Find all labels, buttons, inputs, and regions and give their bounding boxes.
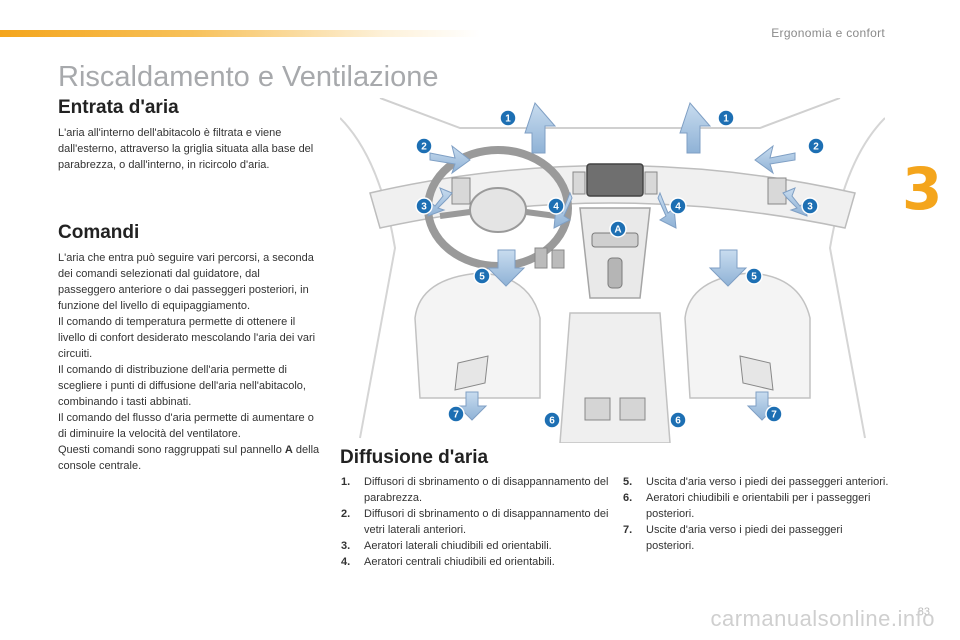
chapter-number: 3 (902, 155, 943, 223)
entrata-heading: Entrata d'aria (58, 97, 179, 118)
item-text: Aeratori laterali chiudibili ed orientab… (364, 540, 552, 552)
list-item: 2. Diffusori di sbrinamento o di disappan… (341, 506, 611, 538)
airflow-arrow (782, 187, 808, 217)
callout-badge-7: 7 (447, 405, 465, 423)
callout-badge-label: 7 (453, 410, 459, 421)
airflow-arrow (708, 249, 748, 287)
comandi-p5: Questi comandi sono raggruppati sul pann… (58, 442, 320, 474)
callout-badge-2: 2 (415, 137, 433, 155)
airflow-arrow (657, 191, 677, 229)
callout-badge-3: 3 (415, 197, 433, 215)
item-text: Uscite d'aria verso i piedi dei passegge… (646, 524, 843, 552)
callout-badge-6: 6 (543, 411, 561, 429)
comandi-heading: Comandi (58, 222, 140, 243)
item-number: 3. (341, 540, 351, 552)
comandi-text: L'aria che entra può seguire vari percor… (58, 250, 320, 474)
item-text: Diffusori di sbrinamento o di disappanna… (364, 476, 609, 504)
list-item: 3. Aeratori laterali chiudibili ed orient… (341, 538, 611, 554)
callout-badge-5: 5 (745, 267, 763, 285)
comandi-p4: Il comando del flusso d'aria permette di… (58, 412, 314, 440)
callout-badge-label: 4 (675, 202, 681, 213)
item-number: 1. (341, 476, 351, 488)
item-text: Diffusori di sbrinamento o di disappanna… (364, 508, 609, 536)
comandi-p5-post: della console centrale. (58, 444, 320, 472)
callout-badge-label: 3 (807, 202, 813, 213)
callout-badge-7: 7 (765, 405, 783, 423)
callout-badge-label: 5 (751, 272, 757, 283)
item-number: 2. (341, 508, 351, 520)
comandi-p5-bold: A (284, 444, 293, 456)
diffusione-heading: Diffusione d'aria (340, 447, 489, 468)
callout-badge-label: 4 (553, 202, 559, 213)
item-number: 4. (341, 556, 351, 568)
comandi-p1: L'aria che entra può seguire vari percor… (58, 252, 314, 312)
item-number: 7. (623, 524, 633, 536)
list-item: 4. Aeratori centrali chiudibili ed orient… (341, 554, 611, 570)
list-item: 7. Uscite d'aria verso i piedi dei passeg… (623, 522, 893, 554)
callout-badge-label: 1 (723, 114, 729, 125)
list-item: 6. Aeratori chiudibili e orientabili per … (623, 490, 893, 522)
list-item: 1. Diffusori di sbrinamento o di disappan… (341, 474, 611, 506)
callout-badge-6: 6 (669, 411, 687, 429)
diffusione-list-right: 5. Uscita d'aria verso i piedi dei passeg… (623, 474, 893, 554)
airflow-arrow (754, 144, 796, 175)
page-number: 83 (917, 606, 930, 618)
page-title: Riscaldamento e Ventilazione (58, 61, 439, 93)
callout-badge-label: 2 (421, 142, 427, 153)
callout-badge-3: 3 (801, 197, 819, 215)
header-accent-bar (0, 30, 480, 37)
callout-badge-A: A (609, 220, 627, 238)
entrata-text: L'aria all'interno dell'abitacolo è filt… (58, 127, 314, 171)
callout-badge-1: 1 (499, 109, 517, 127)
callout-badge-4: 4 (547, 197, 565, 215)
callout-badge-label: 5 (479, 272, 485, 283)
airflow-arrow (429, 144, 471, 175)
callout-badge-label: 3 (421, 202, 427, 213)
callout-badge-label: 6 (675, 416, 681, 427)
airflow-arrow (679, 102, 712, 154)
callout-badge-4: 4 (669, 197, 687, 215)
dashboard-illustration: 1 1 2 2 3 3 4 4 5 5 6 6 7 7 A (340, 98, 885, 443)
watermark: carmanualsonline.info (710, 606, 935, 631)
item-number: 5. (623, 476, 633, 488)
callout-badge-label: 2 (813, 142, 819, 153)
item-text: Aeratori chiudibili e orientabili per i … (646, 492, 871, 520)
airflow-arrow (456, 391, 488, 421)
comandi-p2: Il comando di temperatura permette di ot… (58, 316, 316, 360)
airflow-arrow (524, 102, 557, 154)
callout-badge-5: 5 (473, 267, 491, 285)
airflow-arrow (486, 249, 526, 287)
callout-badge-2: 2 (807, 137, 825, 155)
diffusione-list-left: 1. Diffusori di sbrinamento o di disappan… (341, 474, 611, 570)
item-text: Uscita d'aria verso i piedi dei passegge… (646, 476, 889, 488)
callout-badge-label: 7 (771, 410, 777, 421)
airflow-arrow (427, 187, 453, 217)
item-number: 6. (623, 492, 633, 504)
callout-badge-label: 6 (549, 416, 555, 427)
list-item: 5. Uscita d'aria verso i piedi dei passeg… (623, 474, 893, 490)
comandi-p3: Il comando di distribuzione dell'aria pe… (58, 364, 306, 408)
callout-badge-label: 1 (505, 114, 511, 125)
callout-badge-1: 1 (717, 109, 735, 127)
item-text: Aeratori centrali chiudibili ed orientab… (364, 556, 555, 568)
callout-badge-label: A (614, 225, 621, 236)
section-header: Ergonomia e confort (771, 26, 885, 40)
comandi-p5-pre: Questi comandi sono raggruppati sul pann… (58, 444, 282, 456)
